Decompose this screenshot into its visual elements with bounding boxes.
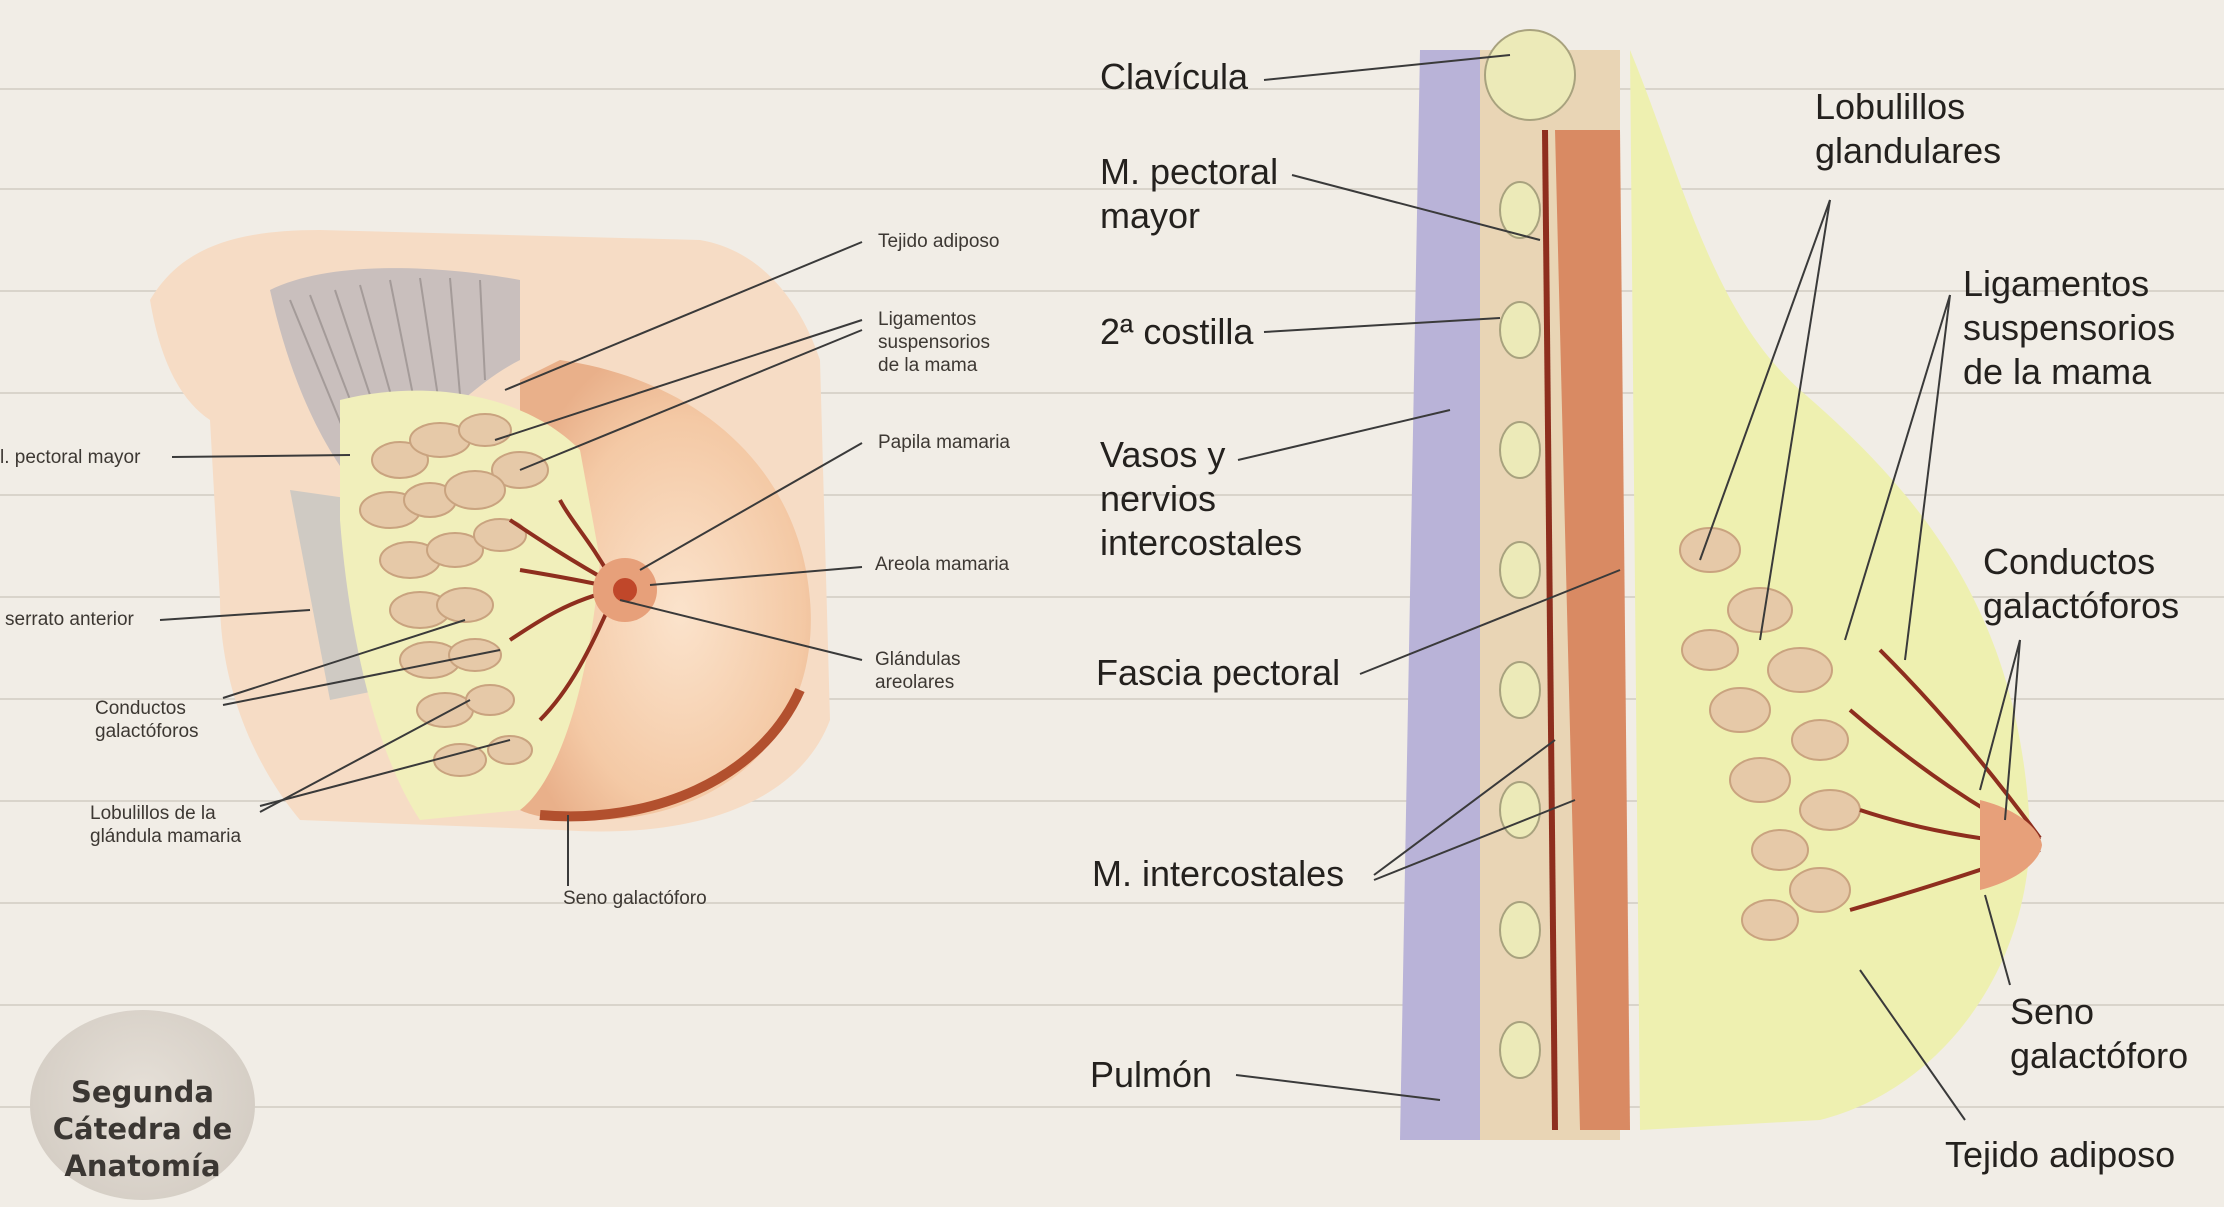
label-line: Lobulillos de la: [90, 802, 241, 825]
label-clavicula: Clavícula: [1100, 55, 1248, 99]
label-line: Glándulas: [875, 648, 961, 671]
lung: [1400, 50, 1480, 1140]
label-papila-left: Papila mamaria: [878, 431, 1010, 454]
label-conductos-right: Conductos galactóforos: [1983, 540, 2179, 628]
label-conductos-left: Conductos galactóforos: [95, 697, 199, 743]
label-ligamentos-right: Ligamentos suspensorios de la mama: [1963, 262, 2175, 394]
label-line: Conductos: [95, 697, 199, 720]
label-line: mayor: [1100, 194, 1278, 238]
label-line: areolares: [875, 671, 961, 694]
label-tejido-adiposo-left: Tejido adiposo: [878, 230, 999, 253]
label-line: Seno: [2010, 990, 2188, 1034]
label-line: glandulares: [1815, 129, 2001, 173]
logo-line: Segunda: [30, 1074, 255, 1111]
label-pulmon: Pulmón: [1090, 1053, 1212, 1097]
label-pectoral-mayor: M. pectoral mayor: [1100, 150, 1278, 238]
label-line: Ligamentos: [878, 308, 990, 331]
label-line: galactóforos: [1983, 584, 2179, 628]
label-line: galactóforo: [2010, 1034, 2188, 1078]
label-glandulas-left: Glándulas areolares: [875, 648, 961, 694]
logo-line: Cátedra de: [30, 1111, 255, 1148]
label-line: galactóforos: [95, 720, 199, 743]
label-tejido-adiposo-right: Tejido adiposo: [1945, 1133, 2175, 1177]
label-lobulillos-left: Lobulillos de la glándula mamaria: [90, 802, 241, 848]
sagittal-breast-illustration: [1380, 10, 2080, 1160]
label-line: Vasos y: [1100, 433, 1302, 477]
label-line: de la mama: [1963, 350, 2175, 394]
label-fascia-pectoral: Fascia pectoral: [1096, 651, 1340, 695]
label-lobulillos-glandulares: Lobulillos glandulares: [1815, 85, 2001, 173]
label-seno-left: Seno galactóforo: [563, 887, 707, 910]
label-pectoral-left: l. pectoral mayor: [0, 446, 140, 469]
label-line: Conductos: [1983, 540, 2179, 584]
nipple: [613, 578, 637, 602]
label-line: nervios: [1100, 477, 1302, 521]
logo-text: Segunda Cátedra de Anatomía: [30, 1074, 255, 1185]
label-costilla: 2ª costilla: [1100, 310, 1253, 354]
label-line: glándula mamaria: [90, 825, 241, 848]
label-line: Ligamentos: [1963, 262, 2175, 306]
label-line: suspensorios: [1963, 306, 2175, 350]
label-line: Lobulillos: [1815, 85, 2001, 129]
label-vasos-nervios: Vasos y nervios intercostales: [1100, 433, 1302, 565]
label-m-intercostales: M. intercostales: [1092, 852, 1344, 896]
label-areola-left: Areola mamaria: [875, 553, 1009, 576]
breast-section: [1630, 50, 2030, 1130]
catedra-logo: Segunda Cátedra de Anatomía: [30, 1010, 255, 1200]
label-ligamentos-left: Ligamentos suspensorios de la mama: [878, 308, 990, 378]
label-serrato-left: serrato anterior: [5, 608, 134, 631]
label-line: intercostales: [1100, 521, 1302, 565]
nipple-section: [1980, 800, 2042, 890]
label-line: de la mama: [878, 354, 990, 377]
label-line: M. pectoral: [1100, 150, 1278, 194]
logo-line: Anatomía: [30, 1148, 255, 1185]
label-seno-right: Seno galactóforo: [2010, 990, 2188, 1078]
label-line: suspensorios: [878, 331, 990, 354]
